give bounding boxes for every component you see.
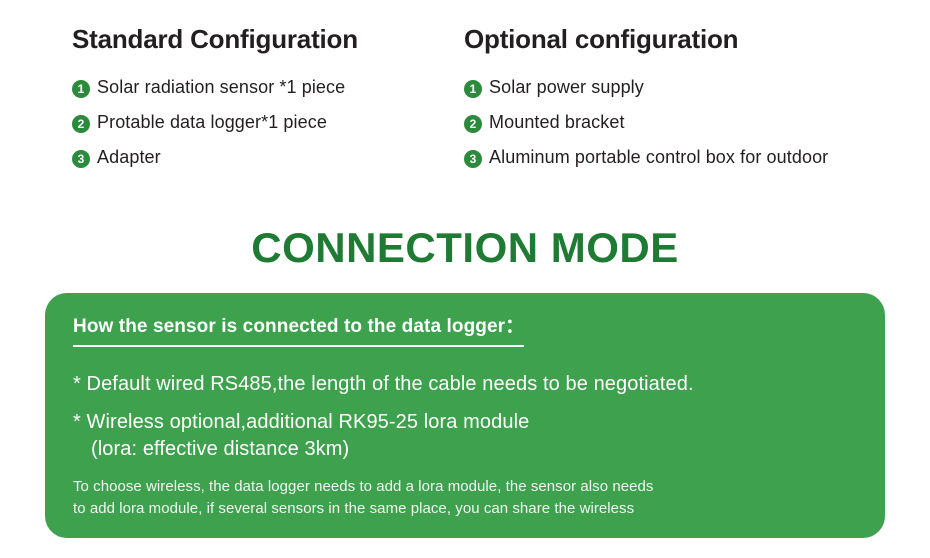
optional-configuration-list: 1 Solar power supply 2 Mounted bracket 3…	[464, 77, 916, 168]
number-badge-icon: 3	[72, 149, 90, 168]
configuration-columns: Standard Configuration 1 Solar radiation…	[0, 0, 930, 210]
panel-note-line: To choose wireless, the data logger need…	[73, 478, 654, 496]
list-item-label: Solar power supply	[489, 77, 644, 97]
panel-bullet-list: * Default wired RS485,the length of the …	[73, 371, 859, 462]
panel-bullet-text: * Default wired RS485,the length of the …	[73, 373, 694, 395]
list-item-label: Solar radiation sensor *1 piece	[97, 77, 346, 97]
number-badge-icon: 2	[464, 114, 482, 133]
list-item-label: Aluminum portable control box for outdoo…	[489, 147, 829, 167]
panel-note-line: to add lora module, if several sensors i…	[73, 499, 635, 517]
list-item: 2 Protable data logger*1 piece	[72, 112, 472, 133]
connection-mode-panel: How the sensor is connected to the data …	[45, 293, 885, 538]
panel-heading: How the sensor is connected to the data …	[73, 311, 525, 347]
list-item: 3 Aluminum portable control box for outd…	[464, 147, 916, 168]
standard-configuration-list: 1 Solar radiation sensor *1 piece 2 Prot…	[72, 77, 472, 168]
panel-bullet-item: * Default wired RS485,the length of the …	[73, 371, 859, 397]
number-badge-icon: 1	[72, 79, 90, 98]
list-item: 2 Mounted bracket	[464, 112, 916, 133]
list-item: 1 Solar radiation sensor *1 piece	[72, 77, 472, 98]
panel-note: To choose wireless, the data logger need…	[73, 476, 859, 520]
standard-configuration-column: Standard Configuration 1 Solar radiation…	[72, 24, 472, 182]
page-title: CONNECTION MODE	[251, 224, 679, 271]
list-item: 1 Solar power supply	[464, 77, 916, 98]
number-badge-icon: 1	[464, 79, 482, 98]
optional-configuration-column: Optional configuration 1 Solar power sup…	[464, 24, 916, 182]
list-item-label: Protable data logger*1 piece	[97, 112, 327, 132]
list-item-label: Mounted bracket	[489, 112, 625, 132]
panel-bullet-subtext: (lora: effective distance 3km)	[91, 437, 350, 460]
list-item: 3 Adapter	[72, 147, 472, 168]
number-badge-icon: 2	[72, 114, 90, 133]
panel-bullet-item: * Wireless optional,additional RK95-25 l…	[73, 409, 859, 462]
list-item-label: Adapter	[97, 147, 161, 167]
standard-configuration-heading: Standard Configuration	[72, 24, 358, 54]
panel-bullet-text: * Wireless optional,additional RK95-25 l…	[73, 411, 530, 434]
optional-configuration-heading: Optional configuration	[464, 24, 739, 54]
number-badge-icon: 3	[464, 149, 482, 168]
